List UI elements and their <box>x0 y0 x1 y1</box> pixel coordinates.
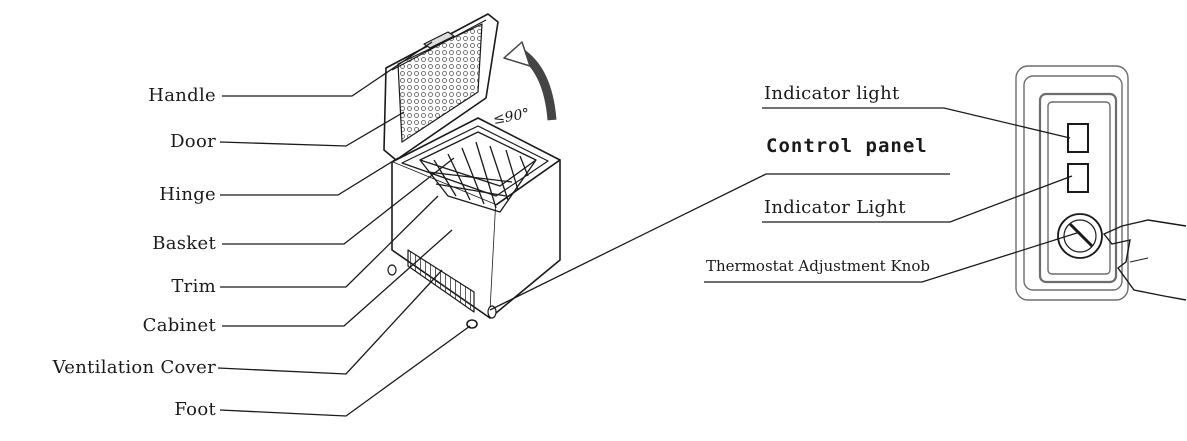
ventilation-cover <box>407 249 475 313</box>
label-trim: Trim <box>171 276 216 297</box>
label-cabinet: Cabinet <box>142 315 216 336</box>
leader-indicator-bottom <box>762 175 1073 223</box>
leader-foot <box>219 325 471 417</box>
basket <box>419 131 537 213</box>
leader-trim <box>220 195 439 288</box>
chest-freezer <box>383 13 561 329</box>
label-control-panel: Control panel <box>766 135 928 157</box>
label-indicator-light-bottom: Indicator Light <box>764 197 906 218</box>
label-basket: Basket <box>152 233 216 254</box>
indicator-light-bottom <box>1067 163 1089 193</box>
control-panel-illustration <box>1015 65 1187 301</box>
label-hinge: Hinge <box>159 184 216 205</box>
leader-ventilation <box>217 269 443 375</box>
leader-control-panel <box>489 173 950 311</box>
hand-icon <box>1102 219 1187 301</box>
label-ventilation-cover: Ventilation Cover <box>52 357 216 378</box>
handle <box>423 31 455 49</box>
leader-handle <box>222 41 433 97</box>
label-thermostat-knob: Thermostat Adjustment Knob <box>706 257 930 275</box>
label-foot: Foot <box>174 399 216 420</box>
label-indicator-light-top: Indicator light <box>764 83 900 104</box>
leader-indicator-top <box>762 107 1071 139</box>
leader-door <box>219 111 405 147</box>
angle-mark: ≤90° <box>492 106 531 128</box>
thermostat-knob <box>1057 213 1103 259</box>
leader-lines-panel <box>704 107 1081 283</box>
indicator-light-top <box>1067 123 1089 153</box>
leader-cabinet <box>222 229 453 327</box>
leader-thermostat <box>704 231 1081 283</box>
label-handle: Handle <box>148 85 216 106</box>
door <box>383 13 499 161</box>
leader-hinge <box>220 157 399 196</box>
leader-basket <box>222 157 455 245</box>
label-door: Door <box>170 131 216 152</box>
leader-lines-freezer <box>217 41 950 417</box>
